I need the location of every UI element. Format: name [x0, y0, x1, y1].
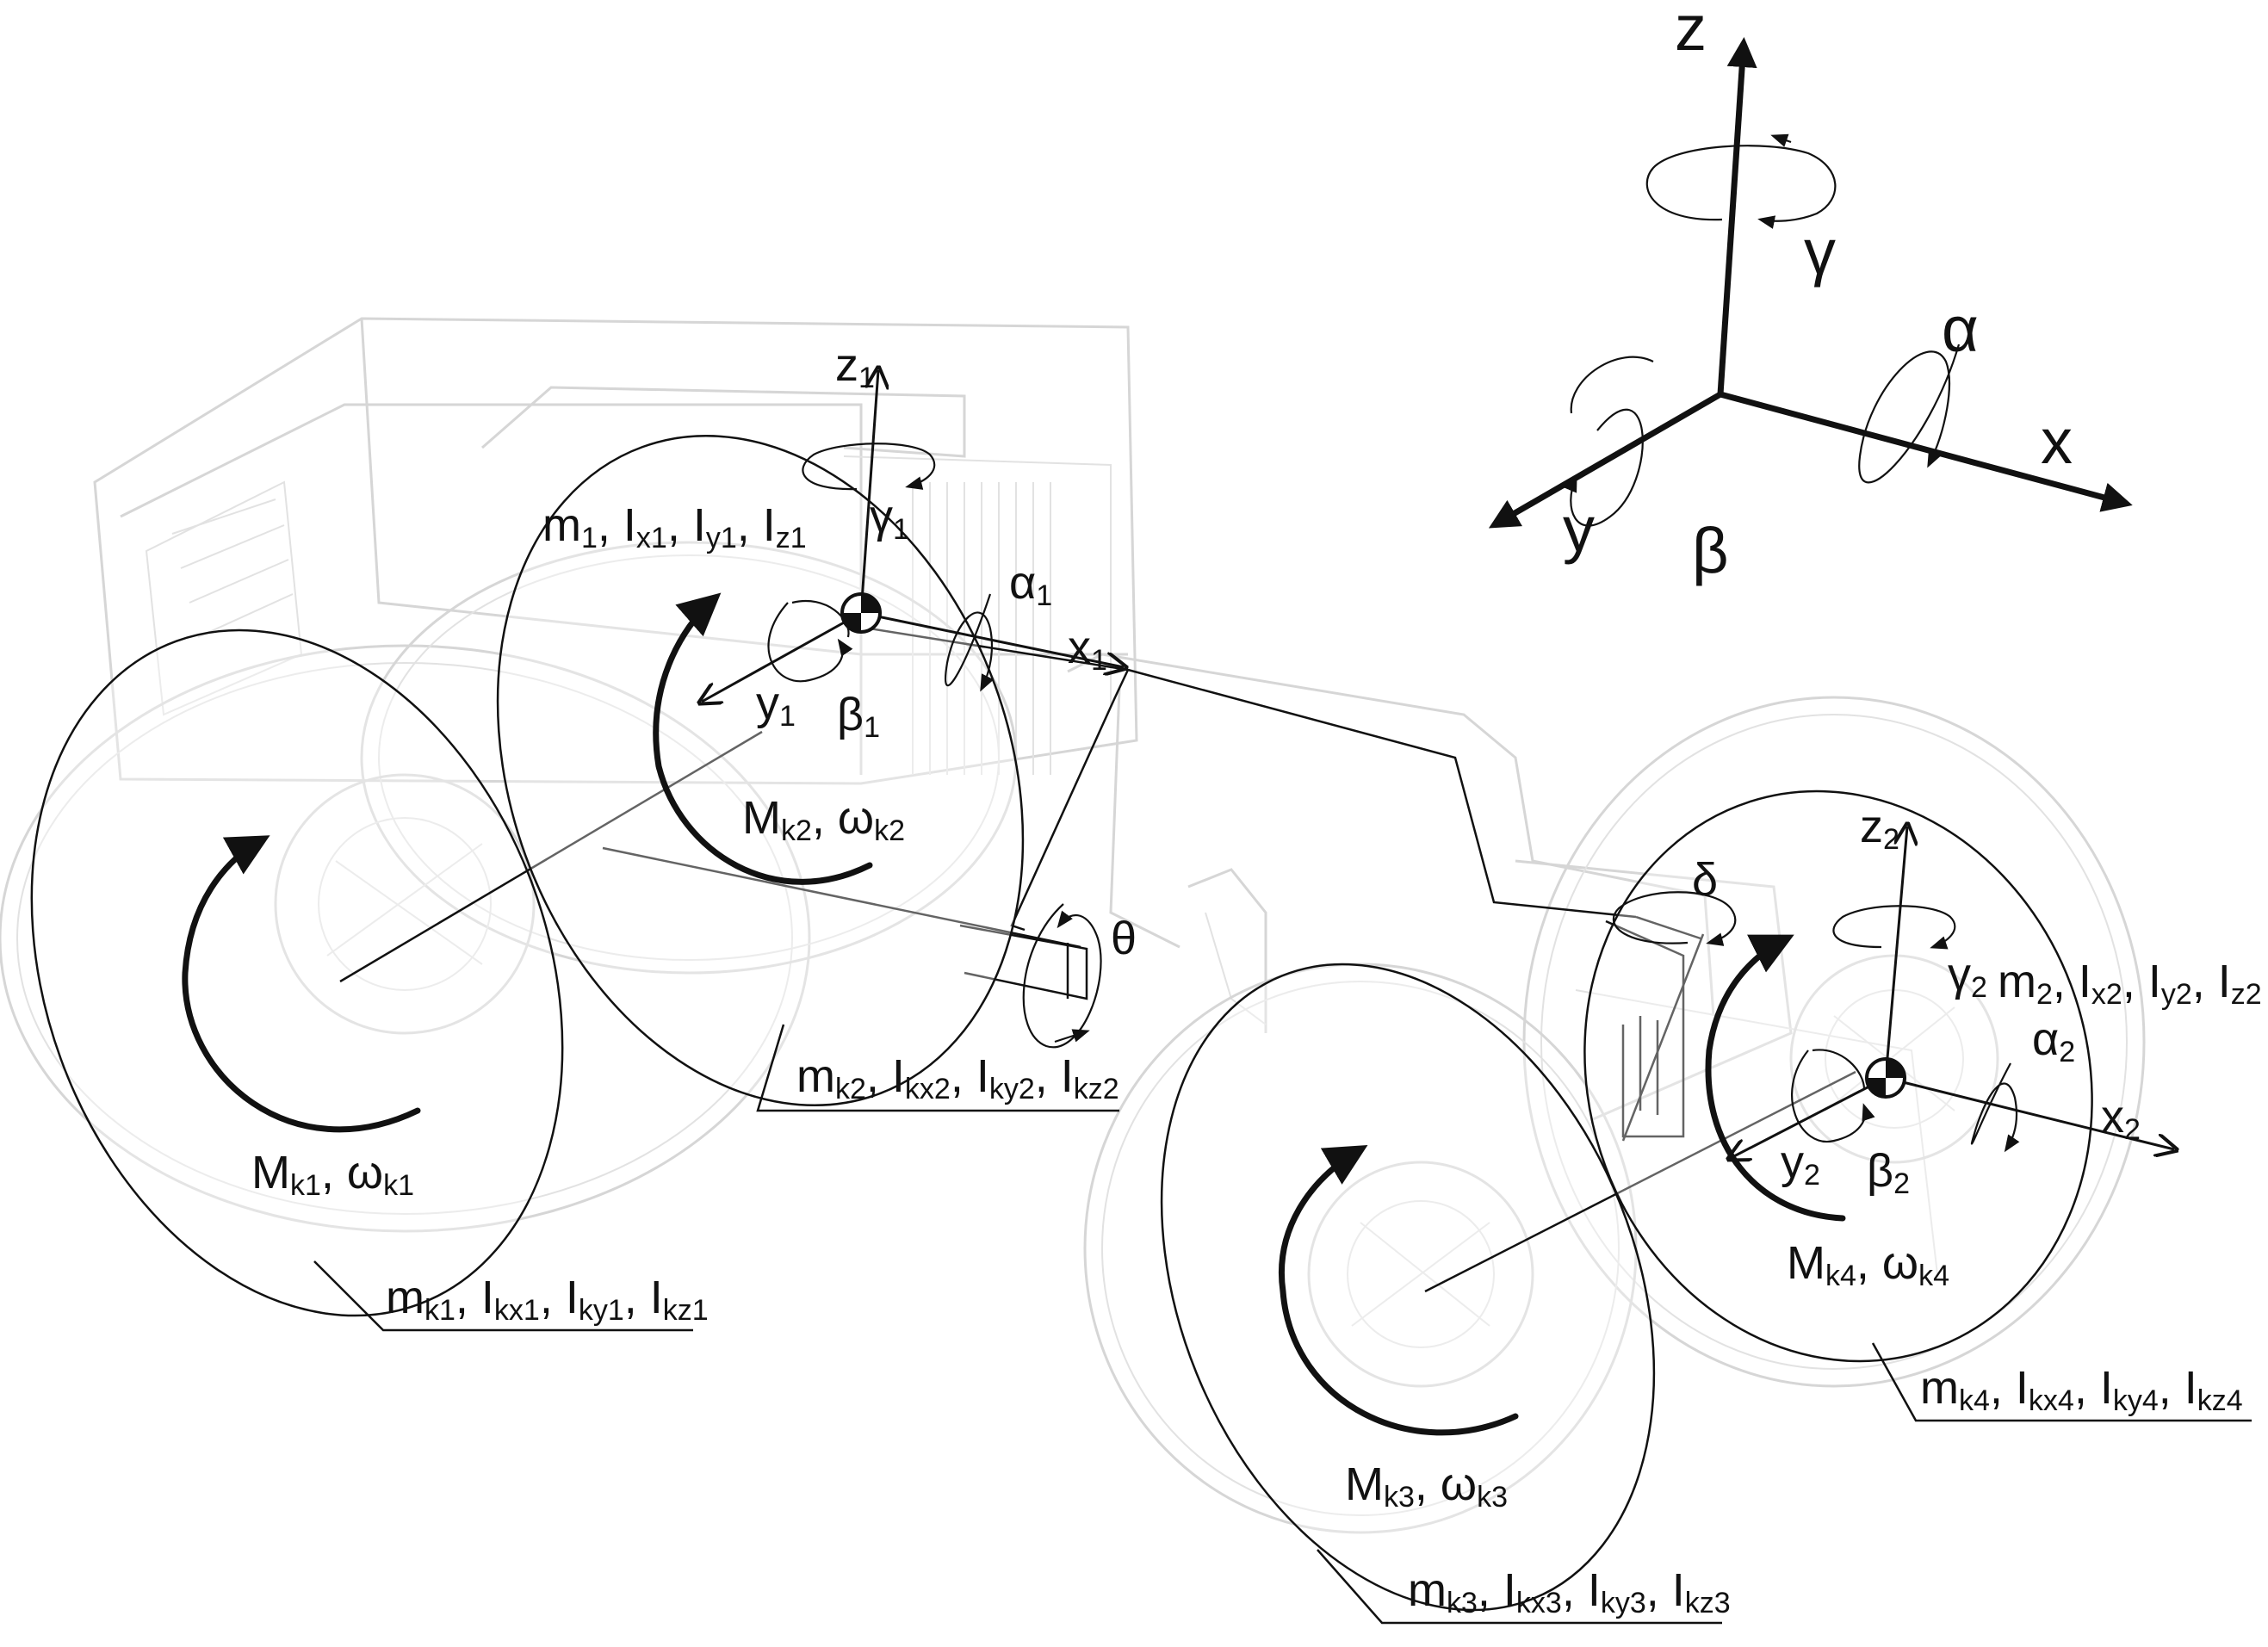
wheel-k1-outline [30, 628, 564, 1317]
moment-arrow-k4 [1705, 934, 1846, 1222]
global-x-axis [1720, 391, 2133, 512]
moment-arrow-k2 [653, 592, 873, 885]
body2-z-axis [1884, 827, 1907, 1079]
body1-y-axis [702, 611, 862, 702]
wheel-k2 [496, 435, 1025, 1106]
theta-joint: θ δ [1022, 854, 1718, 1049]
wheel-k3 [1160, 963, 1856, 1612]
theta-label: θ [1111, 913, 1137, 964]
body2-gamma-rotation-arrow [1832, 905, 1956, 950]
delta-rotation-arrow [1613, 891, 1737, 946]
wheel-k4-leader [1871, 1342, 2252, 1422]
body1-x-label: x1 [1068, 622, 1107, 677]
body2-center-of-mass [1865, 1057, 1906, 1099]
body2-y-label: y2 [1781, 1136, 1820, 1192]
global-beta-label: β [1692, 515, 1729, 586]
body2-x-label: x2 [2101, 1091, 2141, 1146]
wheel-k3-outline [1160, 963, 1656, 1612]
beta-rotation-arrow [1564, 408, 1644, 527]
body1-z-label: z1 [835, 339, 875, 394]
body2-alpha-rotation-arrow [1970, 1062, 2020, 1153]
body1-gamma-label: γ1 [870, 491, 909, 546]
chassis-frame [602, 627, 1705, 1142]
body1-center-of-mass [840, 592, 882, 634]
global-y-axis [1488, 391, 1722, 529]
body1-alpha-label: α1 [1009, 557, 1052, 612]
body1-y-label: y1 [756, 678, 796, 733]
body2-alpha-label: α2 [2032, 1013, 2075, 1068]
body2-z-label: z2 [1860, 801, 1899, 856]
body2-beta-rotation-arrow [1791, 1049, 1875, 1143]
body2-x-axis [1885, 1076, 2174, 1149]
wheel-k1-params-label: mk1, Ikx1, Iky1, Ikz1 [386, 1272, 709, 1327]
delta-label: δ [1692, 854, 1718, 906]
wheel-k1-leader [313, 1260, 693, 1332]
global-alpha-label: α [1942, 294, 1979, 365]
body2-params-label: m2, Ix2, Iy2, Iz2 [1998, 956, 2262, 1011]
body2-gamma-label: γ2 [1948, 949, 1987, 1004]
body1-z-axis [859, 370, 878, 614]
global-x-label: x [2041, 406, 2073, 477]
moment-arrow-k3 [1279, 1145, 1519, 1436]
wheel-k3-params-label: mk3, Ikx3, Iky3, Ikz3 [1408, 1564, 1731, 1619]
body1-gamma-rotation-arrow [802, 443, 936, 491]
body2-y-axis [1731, 1076, 1887, 1158]
wheel-k3-moment-label: Mk3, ωk3 [1345, 1458, 1508, 1514]
wheel-k4-moment-label: Mk4, ωk4 [1787, 1237, 1949, 1292]
body1-frame: z1 x1 y1 γ1 α1 β1 m1, Ix1, Iy1, Iz1 [542, 339, 1124, 744]
wheel-k2-moment-label: Mk2, ωk2 [742, 792, 905, 847]
body1-beta-rotation-arrow [767, 602, 853, 683]
wheel-k1-moment-label: Mk1, ωk1 [251, 1147, 414, 1202]
alpha-rotation-arrow [1858, 344, 1961, 484]
body1-alpha-rotation-arrow [944, 593, 995, 692]
wheel-k2-outline [496, 435, 1025, 1106]
wheel-k2-params-label: mk2, Ikx2, Iky2, Ikz2 [796, 1050, 1119, 1105]
body1-params-label: m1, Ix1, Iy1, Iz1 [542, 499, 807, 554]
global-z-axis [1717, 37, 1757, 395]
global-z-label: z [1675, 0, 1707, 64]
theta-rotation-arrow [1022, 903, 1102, 1049]
wheel-k1 [30, 628, 763, 1317]
wheel-k4-params-label: mk4, Ikx4, Iky4, Ikz4 [1920, 1362, 2243, 1417]
global-gamma-label: γ [1804, 216, 1836, 288]
global-y-label: y [1563, 493, 1595, 565]
body2-beta-label: β2 [1867, 1145, 1910, 1200]
wheel-k2-leader [756, 1024, 1119, 1112]
gamma-rotation-arrow [1645, 145, 1837, 229]
wheel-k3-leader [1317, 1549, 1722, 1625]
body2-frame: z2 x2 y2 γ2 α2 β2 m2, Ix2, Iy2, Iz2 [1613, 801, 2262, 1200]
global-coordinate-frame: z x y γ α β [1488, 0, 2133, 586]
body1-beta-label: β1 [837, 689, 880, 744]
moment-arrow-k1 [182, 835, 421, 1133]
